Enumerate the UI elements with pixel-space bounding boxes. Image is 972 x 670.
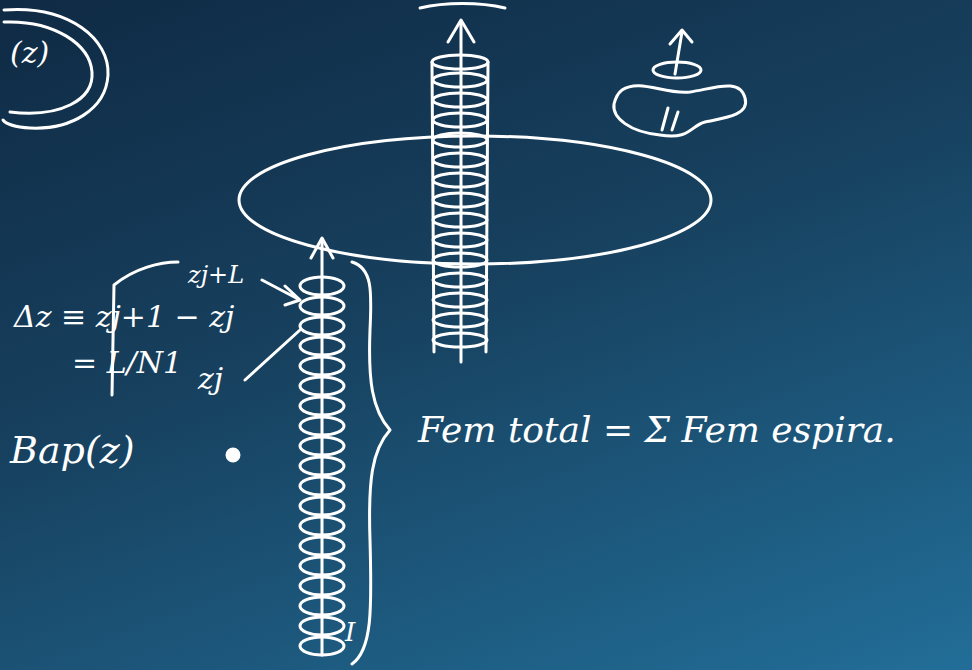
blob-sketch [614, 86, 746, 136]
axis-arrow [460, 22, 463, 362]
equation-text: Δz ≡ zj+1 − zj [14, 300, 234, 333]
arrow-head [448, 20, 474, 42]
plane-ellipse [239, 136, 711, 264]
position-label: zj+L [188, 262, 244, 288]
current-label: I [345, 618, 355, 647]
field-dot [227, 449, 239, 461]
field-label: Bap(z) [10, 430, 135, 472]
arc-sketch [420, 4, 505, 9]
arrow-head [670, 30, 692, 44]
blob-sketch [662, 108, 678, 130]
arrow-head [311, 238, 333, 258]
position-label: zj [198, 362, 223, 395]
circle-sketch [3, 10, 108, 129]
axis-arrow [321, 240, 324, 655]
cylinder-wall [432, 62, 434, 352]
brace [352, 262, 390, 664]
equation-text: Fem total = Σ Fem espira. [418, 410, 896, 450]
variable-label: (z) [10, 36, 49, 69]
cylinder-wall [486, 62, 488, 352]
equation-text: = L/N1 [72, 346, 182, 379]
circle-sketch [4, 22, 92, 113]
leader-arrow [245, 280, 300, 380]
